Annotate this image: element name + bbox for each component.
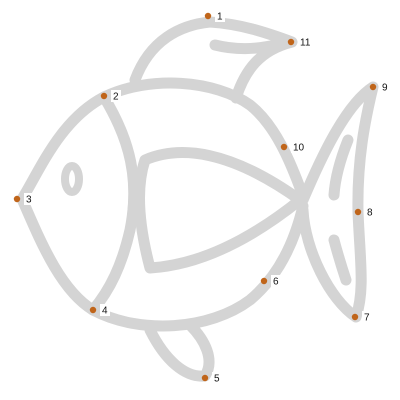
dot-label-background xyxy=(215,10,225,22)
dot-number-label: 11 xyxy=(300,38,311,49)
dot-1[interactable]: 1 xyxy=(204,10,225,23)
tail-outline xyxy=(297,81,379,323)
dot-label-background xyxy=(365,206,375,218)
dot-number-label: 7 xyxy=(364,313,370,324)
dot-marker[interactable] xyxy=(280,143,288,151)
dot-label-background xyxy=(298,36,314,48)
dot-label-background xyxy=(111,90,121,102)
dot-marker[interactable] xyxy=(13,195,21,203)
body-lower-outline xyxy=(16,193,309,332)
inner-body-outline xyxy=(134,147,306,274)
eye-outline xyxy=(61,162,83,196)
dot-marker[interactable] xyxy=(201,374,209,382)
dot-label-background xyxy=(100,304,110,316)
tail-inner-stripe-bottom xyxy=(328,234,352,286)
fish-outline xyxy=(16,16,379,382)
dot-marker[interactable] xyxy=(354,208,362,216)
dorsal-fin-outline xyxy=(129,16,298,104)
dot-marker[interactable] xyxy=(260,277,268,285)
gill-outline xyxy=(87,91,140,316)
dot-marker[interactable] xyxy=(351,313,359,321)
dot-number-label: 9 xyxy=(382,83,388,94)
dot-marker[interactable] xyxy=(100,92,108,100)
dot-marker[interactable] xyxy=(287,38,295,46)
dot-number-label: 5 xyxy=(214,374,220,385)
dot-2[interactable]: 2 xyxy=(100,90,121,103)
dot-marker[interactable] xyxy=(204,12,212,20)
dot-3[interactable]: 3 xyxy=(13,193,34,206)
bottom-fin-outline xyxy=(144,319,215,382)
dorsal-fin-inner-curve xyxy=(209,38,286,55)
dot-number-label: 2 xyxy=(113,92,119,103)
dot-label-background xyxy=(212,372,222,384)
dot-8[interactable]: 8 xyxy=(354,206,375,219)
tail-inner-stripe-top xyxy=(328,134,354,201)
dot-marker[interactable] xyxy=(89,306,97,314)
numbered-dots: 1 2 3 4 5 6 7 8 9 10 11 xyxy=(13,10,390,385)
dot-number-label: 6 xyxy=(273,277,279,288)
dot-label-background xyxy=(362,311,372,323)
dot-5[interactable]: 5 xyxy=(201,372,222,385)
dot-6[interactable]: 6 xyxy=(260,275,281,288)
body-upper-outline xyxy=(16,77,309,205)
dot-number-label: 10 xyxy=(293,143,305,154)
dot-4[interactable]: 4 xyxy=(89,304,110,317)
dot-7[interactable]: 7 xyxy=(351,311,372,324)
dot-10[interactable]: 10 xyxy=(280,141,307,154)
dot-label-background xyxy=(24,193,34,205)
dot-number-label: 3 xyxy=(26,195,32,206)
dot-label-background xyxy=(271,275,281,287)
dot-label-background xyxy=(380,81,390,93)
dot-label-background xyxy=(291,141,307,153)
dot-number-label: 8 xyxy=(367,208,373,219)
dot-9[interactable]: 9 xyxy=(369,81,390,94)
dot-number-label: 1 xyxy=(217,12,223,23)
dot-11[interactable]: 11 xyxy=(287,36,314,49)
dot-marker[interactable] xyxy=(369,83,377,91)
dot-number-label: 4 xyxy=(102,306,108,317)
